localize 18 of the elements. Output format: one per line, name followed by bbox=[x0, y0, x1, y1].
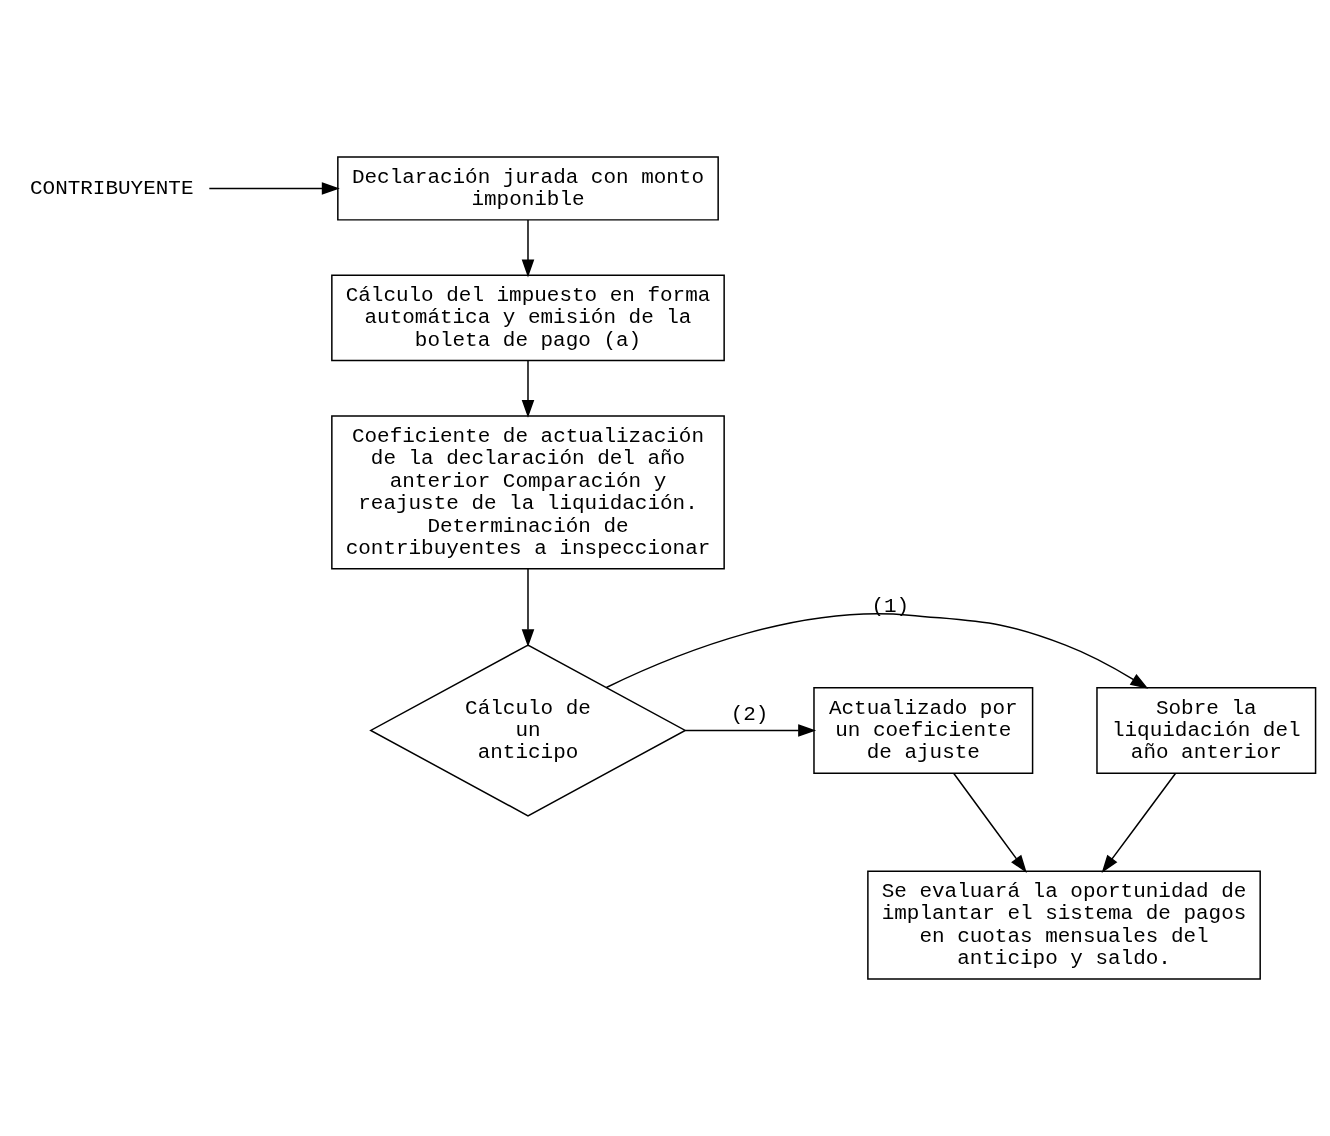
arrow bbox=[521, 568, 535, 648]
arrow bbox=[208, 182, 340, 195]
arrow bbox=[605, 613, 1149, 689]
node-diamond: Cálculo de un anticipo bbox=[369, 644, 687, 817]
node-box: Actualizado por un coeficiente de ajuste bbox=[813, 687, 1034, 774]
arrow bbox=[521, 219, 535, 278]
node-box: Declaración jurada con monto imponible bbox=[337, 156, 719, 221]
edge-label: (2) bbox=[730, 703, 769, 727]
arrow bbox=[521, 360, 535, 418]
node-box: Se evaluará la oportunidad de implantar el sistema de pagos en cuotas mensuales del anticipo y saldo. bbox=[867, 870, 1261, 980]
node-box: Sobre la liquidación del año anterior bbox=[1096, 687, 1317, 774]
node-box: Cálculo del impuesto en forma automática y emisión de la boleta de pago (a) bbox=[331, 274, 725, 362]
arrow bbox=[1101, 772, 1177, 873]
node-text: CONTRIBUYENTE bbox=[30, 176, 194, 200]
edge-label: (1) bbox=[871, 595, 910, 619]
arrow bbox=[953, 772, 1027, 873]
arrow bbox=[684, 724, 817, 737]
node-box: Coeficiente de actualización de la declaración del año anterior Comparación y reajuste de la liquidación. Determinación de contribuyentes a inspeccionar bbox=[331, 415, 725, 570]
